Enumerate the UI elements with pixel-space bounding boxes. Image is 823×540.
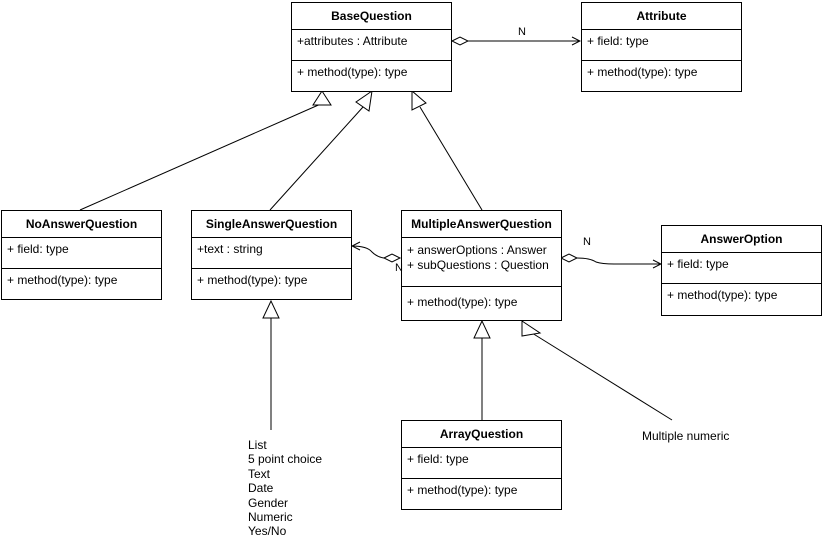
class-method: + method(type): type bbox=[587, 65, 698, 79]
aggregation-diamond-icon bbox=[382, 253, 402, 263]
class-method: + method(type): type bbox=[197, 273, 308, 287]
note-line: Date bbox=[248, 481, 274, 496]
class-fields: +attributes : Attribute bbox=[292, 30, 451, 60]
multiplicity-label: N bbox=[395, 262, 403, 274]
class-attribute[interactable]: Attribute + field: type + method(type): … bbox=[581, 2, 742, 92]
class-field: + field: type bbox=[407, 452, 469, 466]
aggregation-multiple-to-single bbox=[352, 246, 385, 259]
generalization-single-answer-to-base bbox=[269, 106, 364, 211]
aggregation-diamond-icon bbox=[450, 36, 470, 46]
class-methods: + method(type): type bbox=[662, 283, 821, 307]
class-methods: + method(type): type bbox=[402, 478, 561, 502]
class-field: + field: type bbox=[667, 257, 729, 271]
note-line: Yes/No bbox=[248, 524, 287, 539]
class-name: SingleAnswerQuestion bbox=[192, 211, 351, 238]
generalization-multiple-answer-to-base bbox=[419, 106, 483, 211]
class-no-answer-question[interactable]: NoAnswerQuestion + field: type + method(… bbox=[1, 210, 162, 300]
inheritance-triangle-icon bbox=[473, 319, 491, 339]
class-field: + answerOptions : Answer bbox=[407, 243, 547, 257]
class-method: + method(type): type bbox=[407, 483, 518, 497]
class-field: +text : string bbox=[197, 242, 263, 256]
class-fields: + field: type bbox=[2, 238, 161, 268]
class-methods: + method(type): type bbox=[402, 286, 561, 314]
aggregation-diamond-icon bbox=[559, 253, 579, 263]
class-single-answer-question[interactable]: SingleAnswerQuestion +text : string + me… bbox=[191, 210, 352, 300]
class-answer-option[interactable]: AnswerOption + field: type + method(type… bbox=[661, 225, 822, 316]
note-line: List bbox=[248, 438, 267, 452]
note-line: 5 point choice bbox=[248, 452, 323, 467]
class-field: +attributes : Attribute bbox=[297, 34, 408, 48]
inheritance-triangle-icon bbox=[521, 320, 542, 337]
multiplicity-label: N bbox=[583, 236, 591, 248]
class-field: + subQuestions : Question bbox=[407, 258, 549, 272]
multiple-numeric-note: Multiple numeric bbox=[642, 429, 730, 443]
inheritance-triangle-icon bbox=[312, 90, 332, 106]
class-fields: + answerOptions : Answer + subQuestions … bbox=[402, 238, 561, 286]
single-answer-types-note: List 5 point choice Text Date Gender Num… bbox=[248, 438, 322, 539]
class-fields: +text : string bbox=[192, 238, 351, 268]
class-name: ArrayQuestion bbox=[402, 421, 561, 448]
multiplicity-label: N bbox=[518, 26, 526, 38]
inheritance-triangle-icon bbox=[411, 89, 427, 111]
note-line: Text bbox=[248, 466, 271, 481]
class-name: AnswerOption bbox=[662, 226, 821, 253]
class-method: + method(type): type bbox=[667, 288, 778, 302]
class-base-question[interactable]: BaseQuestion +attributes : Attribute + m… bbox=[291, 2, 452, 92]
inheritance-triangle-icon bbox=[355, 89, 373, 112]
class-methods: + method(type): type bbox=[192, 268, 351, 292]
generalization-multiple-numeric-to-multiple bbox=[531, 332, 673, 421]
class-fields: + field: type bbox=[582, 30, 741, 60]
aggregation-multiple-to-answer-option bbox=[576, 257, 661, 264]
class-field: + field: type bbox=[7, 242, 69, 256]
class-methods: + method(type): type bbox=[292, 60, 451, 84]
class-name: MultipleAnswerQuestion bbox=[402, 211, 561, 238]
note-line: Numeric bbox=[248, 510, 293, 525]
class-multiple-answer-question[interactable]: MultipleAnswerQuestion + answerOptions :… bbox=[401, 210, 562, 321]
class-name: BaseQuestion bbox=[292, 3, 451, 30]
note-line: Gender bbox=[248, 495, 289, 510]
class-name: Attribute bbox=[582, 3, 741, 30]
class-method: + method(type): type bbox=[297, 65, 408, 79]
class-methods: + method(type): type bbox=[2, 268, 161, 292]
class-array-question[interactable]: ArrayQuestion + field: type + method(typ… bbox=[401, 420, 562, 510]
class-field: + field: type bbox=[587, 34, 649, 48]
generalization-no-answer-to-base bbox=[79, 102, 324, 211]
class-name: NoAnswerQuestion bbox=[2, 211, 161, 238]
class-method: + method(type): type bbox=[407, 295, 518, 309]
class-methods: + method(type): type bbox=[582, 60, 741, 84]
inheritance-triangle-icon bbox=[262, 299, 280, 319]
class-method: + method(type): type bbox=[7, 273, 118, 287]
class-fields: + field: type bbox=[402, 448, 561, 478]
class-fields: + field: type bbox=[662, 253, 821, 283]
